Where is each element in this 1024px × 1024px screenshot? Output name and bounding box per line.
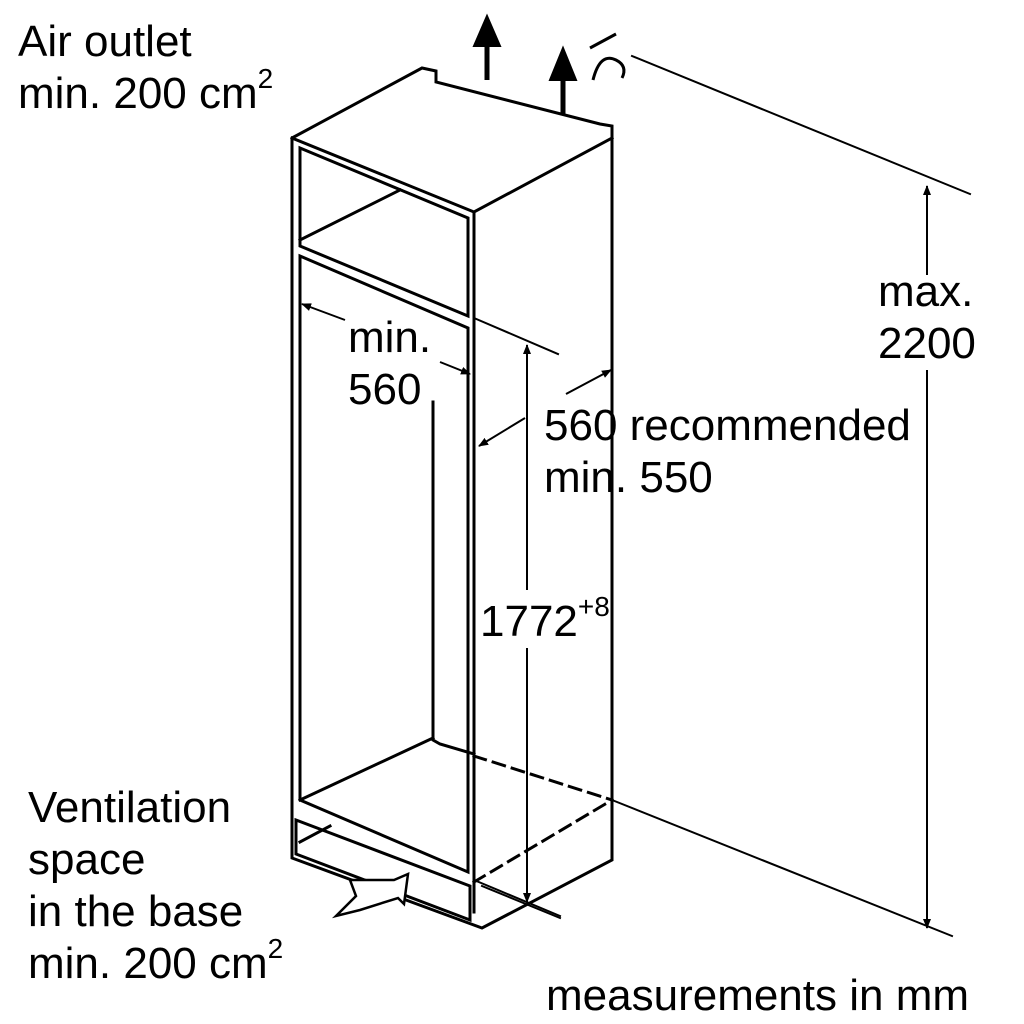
air-outlet-line1: Air outlet [18, 17, 192, 66]
niche-height-value: 1772 [480, 597, 578, 646]
ext-line-niche-base [472, 878, 562, 918]
dim-width-arrow-left [301, 303, 346, 321]
air-outlet-line2: min. 200 cm [18, 69, 258, 118]
air-outlet-label: Air outlet min. 200 cm2 [18, 16, 273, 120]
niche-floor-notch [431, 728, 476, 756]
ventilation-line3: in the base [28, 887, 244, 936]
dim-depth-arrow-left [478, 417, 526, 447]
niche-height-label: 1772+8 [480, 593, 610, 648]
niche-front-frame [298, 253, 470, 875]
niche-width-line1: min. [348, 313, 432, 362]
ventilation-label: Ventilation space in the base min. 200 c… [28, 782, 283, 990]
dim-width-arrow-right [439, 361, 471, 375]
niche-height-tolerance: +8 [577, 591, 610, 622]
dim-depth-arrow-right [565, 369, 612, 395]
base-plinth-back [297, 823, 333, 845]
cabinet-top-edge [290, 135, 615, 214]
ventilation-line2: space [28, 835, 146, 884]
ventilation-sup: 2 [267, 933, 284, 964]
niche-width-label: min. 560 [348, 312, 431, 416]
niche-depth-line1: 560 recommended [544, 401, 911, 450]
air-outlet-sup: 2 [257, 63, 274, 94]
arrow-up-icon [472, 13, 502, 80]
arrow-up-icon [548, 45, 578, 114]
floor-dashed-2 [471, 797, 615, 885]
niche-depth-line2: min. 550 [544, 453, 713, 502]
ceiling-mark-icon [589, 32, 626, 81]
inflow-arrow-icon [331, 871, 410, 919]
niche-depth-label: 560 recommended min. 550 [544, 400, 911, 504]
ext-line-niche-bottom [480, 884, 562, 920]
upper-shelf-back [297, 187, 403, 243]
niche-floor-back [298, 736, 435, 802]
max-height-line2: 2200 [878, 319, 976, 368]
units-note: measurements in mm [546, 971, 970, 1020]
ext-line-bottom [610, 798, 954, 938]
ventilation-line1: Ventilation [28, 783, 232, 832]
niche-width-line2: 560 [348, 365, 422, 414]
max-height-label: max. 2200 [878, 266, 976, 370]
upper-compartment [298, 145, 470, 319]
ext-line-top [630, 54, 972, 196]
ventilation-line4: min. 200 cm [28, 939, 268, 988]
floor-dashed-1 [472, 754, 614, 802]
ext-line-width [472, 316, 560, 356]
base-plinth [294, 817, 472, 923]
max-height-line1: max. [878, 267, 974, 316]
